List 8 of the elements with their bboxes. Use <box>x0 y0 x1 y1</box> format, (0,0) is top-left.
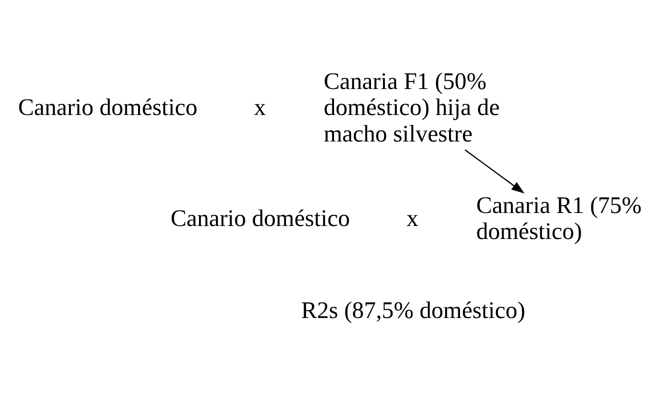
node-text: Canaria F1 (50% doméstico) hija de macho silvestre <box>324 68 500 147</box>
label: x <box>254 94 266 121</box>
label: x <box>406 206 418 232</box>
node-text: Canaria R1 (75% doméstico) <box>476 192 642 245</box>
node-text: R2s (87,5% doméstico) <box>301 297 526 324</box>
node-text: Canario doméstico <box>170 206 350 232</box>
arrow <box>464 148 525 194</box>
node-text: Canario doméstico <box>18 94 198 121</box>
